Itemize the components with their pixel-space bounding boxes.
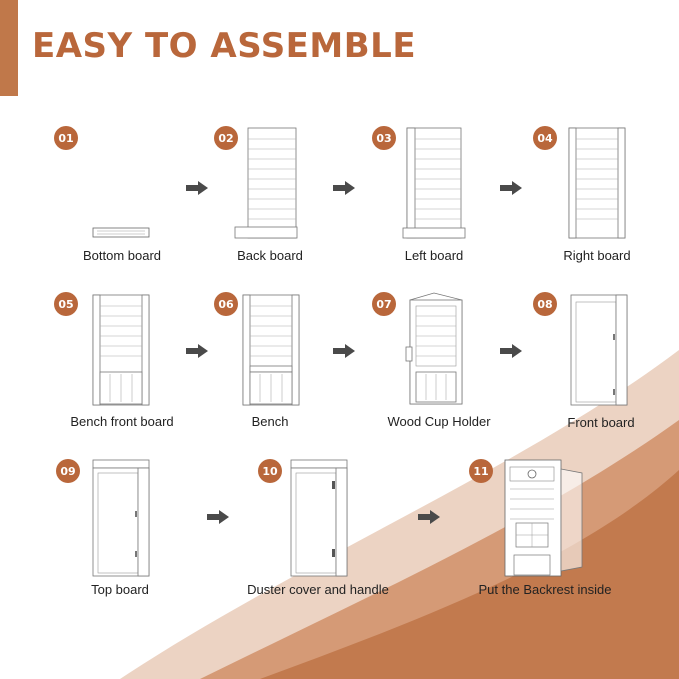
step-04-badge: 04 [533, 126, 557, 150]
arrow-right-icon [418, 510, 440, 524]
step-09-label: Top board [91, 582, 149, 597]
step-06-label: Bench [251, 414, 289, 429]
arrow-right-icon [500, 344, 522, 358]
step-05-badge: 05 [54, 292, 78, 316]
right-board-illustration [568, 127, 626, 239]
bottom-board-illustration [92, 227, 150, 238]
arrow-right-icon [186, 181, 208, 195]
step-05-label: Bench front board [70, 414, 174, 429]
wood-cup-holder-illustration [405, 292, 463, 405]
duster-cover-and-handle-illustration [290, 459, 348, 577]
step-10-label: Duster cover and handle [247, 582, 389, 597]
step-02-badge: 02 [214, 126, 238, 150]
bench-front-board-illustration [92, 294, 150, 406]
bench-illustration [242, 294, 300, 406]
step-03-badge: 03 [372, 126, 396, 150]
step-04-label: Right board [563, 248, 631, 263]
step-03-label: Left board [404, 248, 464, 263]
step-07-badge: 07 [372, 292, 396, 316]
left-board-illustration [402, 127, 466, 239]
put-backrest-inside-illustration [504, 459, 583, 577]
title-accent-bar [0, 0, 18, 96]
step-02-label: Back board [237, 248, 303, 263]
arrow-right-icon [333, 181, 355, 195]
step-11-label: Put the Backrest inside [478, 582, 612, 597]
step-11-badge: 11 [469, 459, 493, 483]
top-board-illustration [92, 459, 150, 577]
step-10-badge: 10 [258, 459, 282, 483]
step-06-badge: 06 [214, 292, 238, 316]
arrow-right-icon [333, 344, 355, 358]
step-01-badge: 01 [54, 126, 78, 150]
step-01-label: Bottom board [82, 248, 162, 263]
step-08-label: Front board [567, 415, 635, 430]
arrow-right-icon [500, 181, 522, 195]
step-08-badge: 08 [533, 292, 557, 316]
step-07-label: Wood Cup Holder [387, 414, 491, 429]
front-board-illustration [570, 294, 628, 406]
step-09-badge: 09 [56, 459, 80, 483]
page-title: EASY TO ASSEMBLE [32, 26, 417, 66]
arrow-right-icon [186, 344, 208, 358]
arrow-right-icon [207, 510, 229, 524]
back-board-illustration [234, 127, 298, 239]
